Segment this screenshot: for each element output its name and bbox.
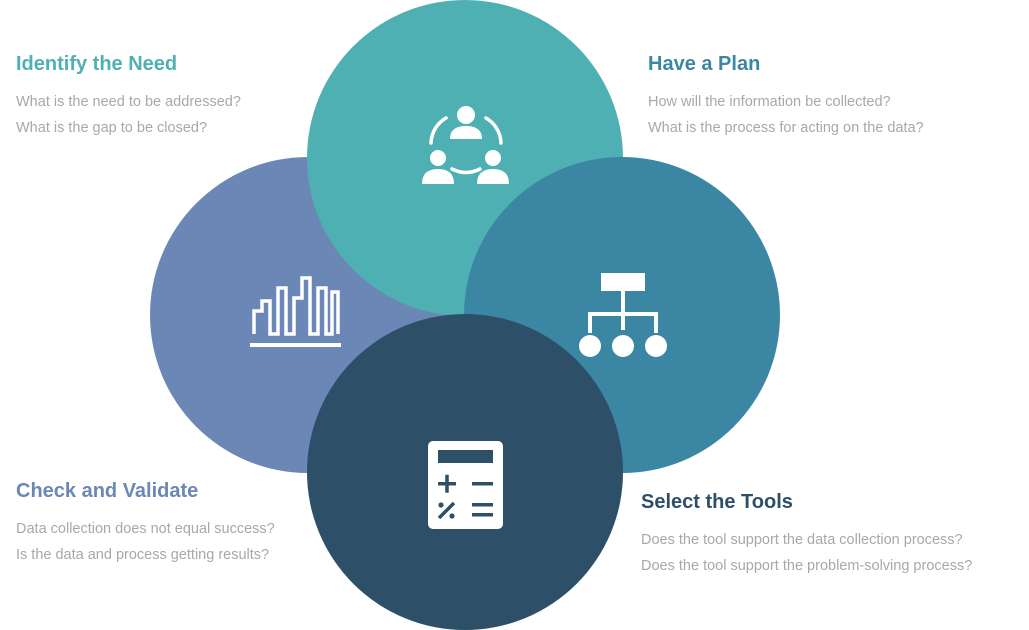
select-tools-line-2: Does the tool support the problem-solvin… (641, 558, 973, 574)
identify-need-title: Identify the Need (16, 53, 178, 75)
calculator-icon (428, 441, 503, 529)
have-plan-line-1: How will the information be collected? (648, 94, 891, 110)
have-plan-line-2: What is the process for acting on the da… (648, 120, 924, 136)
identify-need-section: Identify the Need What is the need to be… (16, 52, 241, 144)
check-validate-section: Check and Validate Data collection does … (16, 479, 275, 571)
check-validate-line-2: Is the data and process getting results? (16, 547, 270, 563)
select-tools-line-1: Does the tool support the data collectio… (641, 532, 963, 548)
bar-chart-icon (250, 276, 341, 347)
identify-need-line-2: What is the gap to be closed? (16, 120, 208, 136)
have-plan-section: Have a Plan How will the information be … (648, 52, 924, 144)
check-validate-line-1: Data collection does not equal success? (16, 521, 275, 537)
select-tools-section: Select the Tools Does the tool support t… (641, 490, 972, 582)
have-plan-title: Have a Plan (648, 53, 761, 75)
identify-need-line-1: What is the need to be addressed? (16, 94, 241, 110)
select-tools-title: Select the Tools (641, 491, 793, 513)
check-validate-title: Check and Validate (16, 480, 199, 502)
team-collaboration-icon (422, 106, 509, 184)
hierarchy-chart-icon (579, 273, 667, 357)
